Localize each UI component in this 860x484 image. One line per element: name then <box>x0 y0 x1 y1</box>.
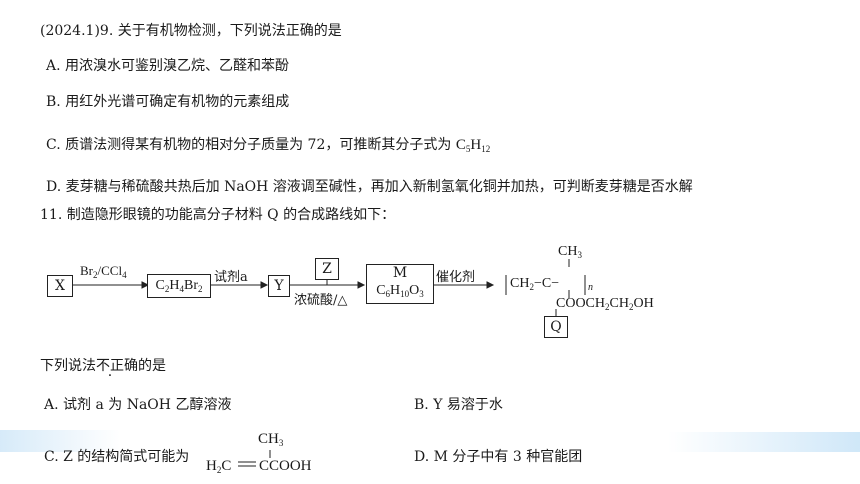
q9-option-c-text: C. 质谱法测得某有机物的相对分子质量为 72，可推断其分子式为 <box>46 137 456 153</box>
struct-ch3: CH3 <box>258 431 284 448</box>
compound-m-box: M C6H10O3 <box>366 264 434 304</box>
reagent-br2-ccl4: Br2/CCl4 <box>80 263 127 280</box>
compound-x-box: X <box>47 275 73 297</box>
q11-option-b: B. Y 易溶于水 <box>414 397 503 413</box>
compound-z-box: Z <box>315 258 339 280</box>
polymer-ester-group: COOCH2CH2OH <box>556 296 654 312</box>
catalyst-label: 催化剂 <box>436 270 476 285</box>
question-9-stem: (2024.1)9. 关于有机物检测，下列说法正确的是 <box>40 23 342 39</box>
q9-option-a: A. 用浓溴水可鉴别溴乙烷、乙醛和苯酚 <box>46 58 290 74</box>
polymer-subscript-n: n <box>588 282 593 293</box>
decorative-band-right <box>668 432 860 452</box>
polymer-ch3: CH3 <box>558 244 582 260</box>
q9-option-d: D. 麦芽糖与稀硫酸共热后加 NaOH 溶液调至碱性，再加入新制氢氧化铜并加热，… <box>46 179 693 195</box>
q11-ask: 下列说法不正确的是 <box>40 357 166 375</box>
decorative-band-left <box>0 430 120 452</box>
compound-m-formula: C6H10O3 <box>376 283 424 299</box>
q9-option-c: C. 质谱法测得某有机物的相对分子质量为 72，可推断其分子式为 C5H12 <box>46 136 490 158</box>
compound-m-label: M <box>392 265 408 281</box>
q11-option-d: D. M 分子中有 3 种官能团 <box>414 449 583 465</box>
compound-q-box: Q <box>544 316 568 338</box>
compound-y-box: Y <box>268 275 290 297</box>
question-11-stem: 11. 制造隐形眼镜的功能高分子材料 Q 的合成路线如下： <box>40 207 396 223</box>
formula-c5h12: C5H12 <box>455 137 491 154</box>
q9-option-b: B. 用红外光谱可确定有机物的元素组成 <box>46 94 290 110</box>
q11-option-c-text: C. Z 的结构简式可能为 <box>44 449 190 465</box>
struct-ccooh: CCOOH <box>259 458 312 474</box>
q11-option-a: A. 试剂 a 为 NaOH 乙醇溶液 <box>44 397 232 413</box>
polymer-backbone: CH2−C− <box>510 276 560 292</box>
emphasis-text: 不正 <box>96 358 124 374</box>
struct-h2c: H2C <box>206 458 232 475</box>
reagent-h2so4-label: 浓硫酸/△ <box>294 293 348 308</box>
compound-c2h4br2-box: C2H4Br2 <box>147 274 211 298</box>
reagent-a-label: 试剂a <box>214 270 248 285</box>
